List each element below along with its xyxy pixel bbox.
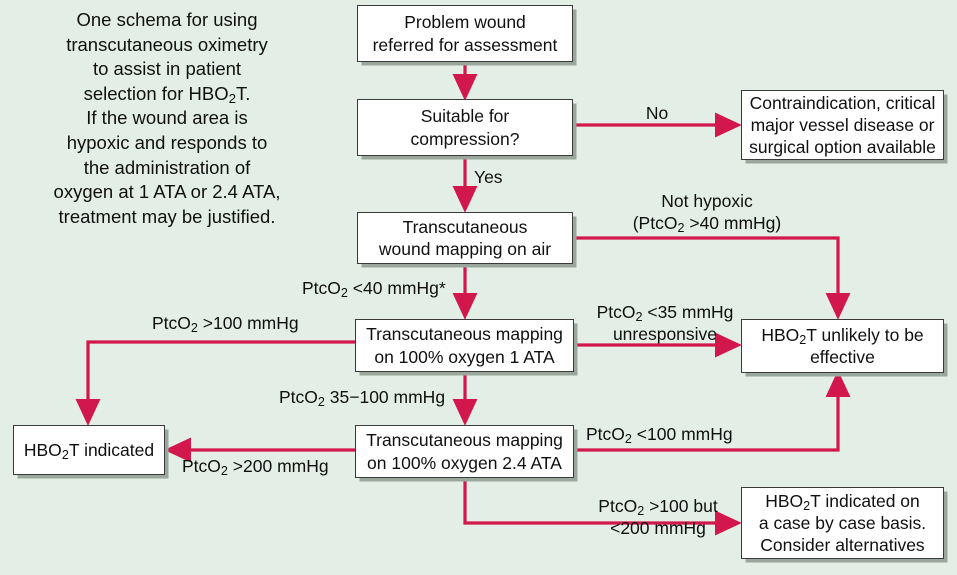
edge-label-yes: Yes xyxy=(474,167,503,187)
node-hbo2t-indicated: HBO2T indicated xyxy=(13,425,165,475)
edge-label-ptco2-lt-40: PtcO2 <40 mmHg* xyxy=(302,278,446,301)
edge-label-ptco2-gt-100-air: PtcO2 >100 mmHg xyxy=(152,313,299,336)
edge-1ata-to-indicated xyxy=(75,340,355,426)
edge-label-ptco2-35-100: PtcO2 35−100 mmHg xyxy=(279,387,446,410)
edge-label-ptco2-lt-100: PtcO2 <100 mmHg xyxy=(586,424,733,447)
edge-label-no: No xyxy=(645,103,669,123)
edge-label-ptco2-gt-100-lt-200: PtcO2 >100 but<200 mmHg xyxy=(598,496,718,538)
edge-label-not-hypoxic: Not hypoxic(PtcO2 >40 mmHg) xyxy=(632,191,782,236)
node-hbo2t-indicated-label: HBO2T indicated xyxy=(23,439,155,463)
edge-label-ptco2-gt-200: PtcO2 >200 mmHg xyxy=(182,456,329,479)
